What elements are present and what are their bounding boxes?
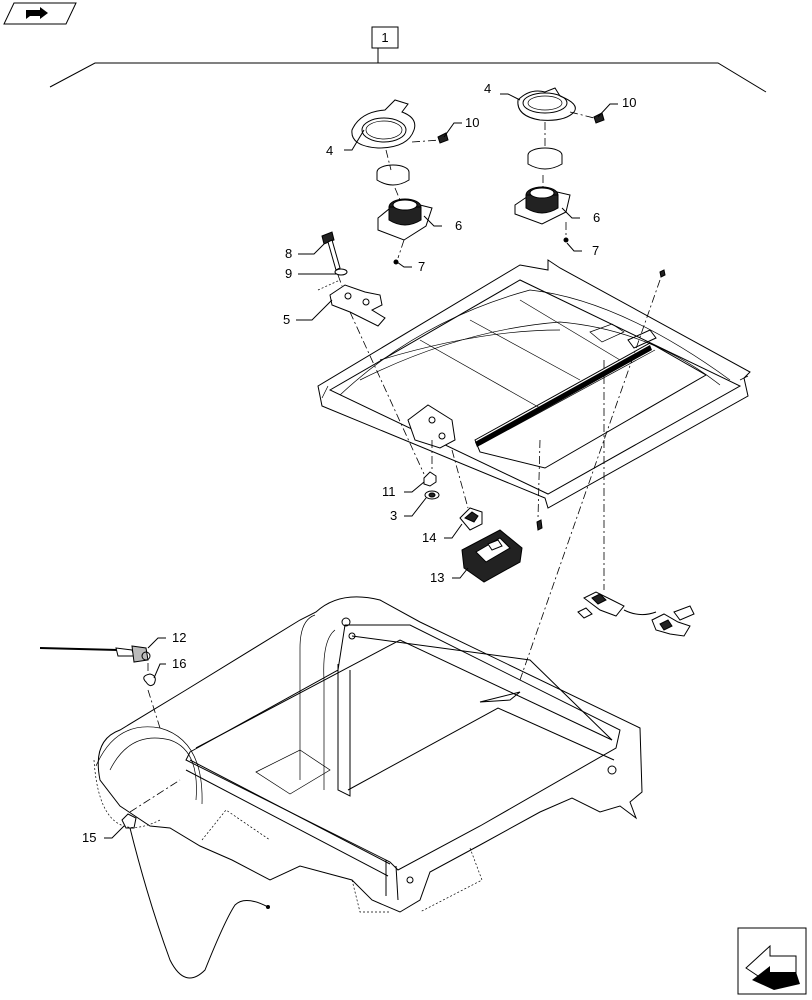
callout-3: 3 [390, 508, 397, 523]
callout-7-left: 7 [418, 259, 425, 274]
callout-15: 15 [82, 830, 96, 845]
roof-screw-bottom [536, 519, 543, 531]
book-arrow-icon[interactable] [3, 2, 77, 25]
speaker-cover-left [376, 164, 410, 186]
callout-6-left: 6 [455, 218, 462, 233]
callout-5: 5 [283, 312, 290, 327]
bolt-8 [321, 231, 341, 271]
callout-4-right: 4 [484, 81, 491, 96]
screw-10-right [593, 112, 605, 124]
roof-headliner [317, 259, 751, 509]
wiring-harness [577, 591, 695, 637]
screw-7-left [393, 259, 399, 265]
washer-9 [317, 268, 348, 291]
cab-frame-hidden-lines [93, 759, 483, 913]
lamp-bezel-14 [459, 507, 483, 531]
speaker-right [514, 186, 571, 225]
callout-4-left: 4 [326, 143, 333, 158]
center-lines [129, 111, 661, 813]
nut-11 [423, 471, 437, 487]
callout-14: 14 [422, 530, 436, 545]
assembly-bracket: 1 [49, 26, 767, 93]
next-page-arrow-icon[interactable] [737, 927, 807, 995]
assembly-label: 1 [381, 30, 388, 45]
antenna-nut-16 [143, 673, 156, 687]
bracket-5 [329, 284, 386, 327]
roof-screw-top [659, 269, 666, 278]
speaker-ring-right [517, 87, 576, 121]
callout-8: 8 [285, 246, 292, 261]
callout-10-left: 10 [465, 115, 479, 130]
washer-3 [424, 490, 440, 500]
antenna-cable-15 [121, 813, 270, 979]
callout-10-right: 10 [622, 95, 636, 110]
callout-11: 11 [382, 484, 396, 499]
speaker-cover-right [527, 147, 563, 170]
callout-leaders [104, 93, 618, 839]
callout-9: 9 [285, 266, 292, 281]
callout-12: 12 [172, 630, 186, 645]
speaker-left [377, 198, 433, 241]
dome-lamp-13 [461, 529, 523, 583]
callout-13: 13 [430, 570, 444, 585]
speaker-ring-left [351, 99, 416, 149]
screw-10-left [437, 132, 449, 144]
callout-16: 16 [172, 656, 186, 671]
cab-frame [95, 596, 643, 913]
antenna-12 [39, 645, 151, 663]
callout-7-right: 7 [592, 243, 599, 258]
callout-6-right: 6 [593, 210, 600, 225]
screw-7-right [563, 237, 569, 243]
